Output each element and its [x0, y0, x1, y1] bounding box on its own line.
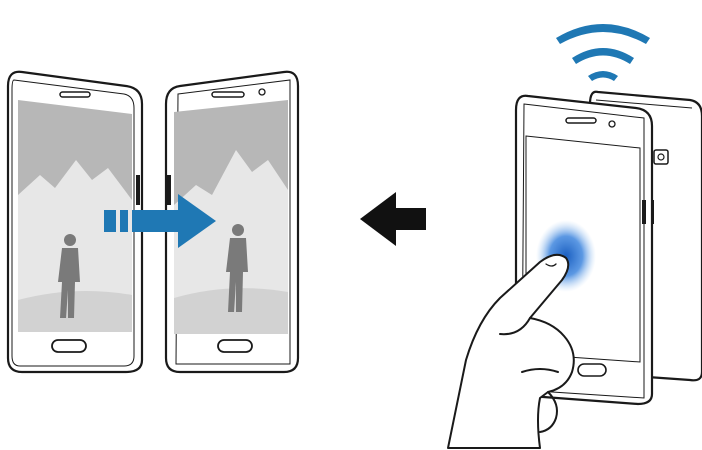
- wireless-signal-icon: [556, 24, 650, 81]
- side-button: [642, 200, 646, 224]
- side-button: [167, 175, 171, 205]
- hand-icon: [448, 255, 574, 448]
- direction-arrow-left: [360, 192, 426, 246]
- side-button: [136, 175, 140, 205]
